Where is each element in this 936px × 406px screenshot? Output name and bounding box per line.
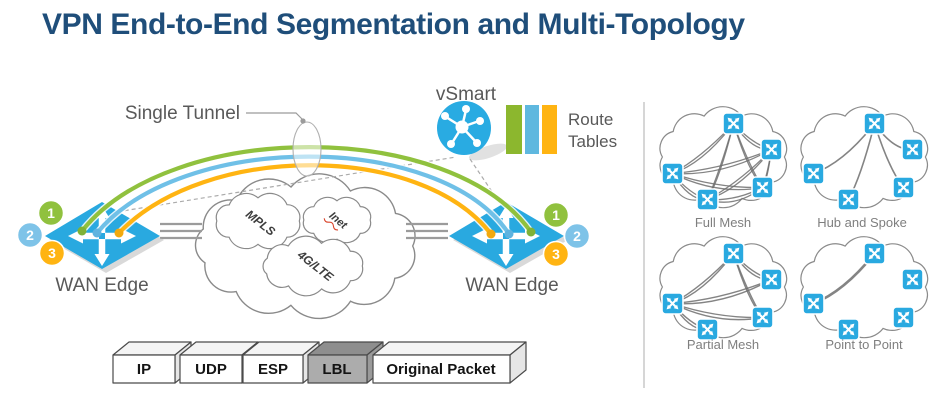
- vpn1-badge: 1: [47, 205, 55, 221]
- packet-original-label: Original Packet: [386, 361, 495, 378]
- router-icon: [660, 161, 685, 186]
- router-icon: [721, 241, 746, 266]
- router-icon: [891, 175, 916, 200]
- router-icon: [862, 241, 887, 266]
- route-tables-label-line2: Tables: [568, 132, 617, 151]
- point-to-point-label: Point to Point: [825, 337, 903, 352]
- page-title: VPN End-to-End Segmentation and Multi-To…: [42, 8, 745, 41]
- inet-underline: [323, 218, 339, 231]
- packet-ip-label: IP: [137, 361, 151, 378]
- vsmart-label: vSmart: [436, 84, 497, 105]
- single-tunnel-leader: [246, 112, 304, 121]
- packet-structure: IP UDP ESP LBL: [112, 341, 527, 384]
- single-tunnel-ellipse: [292, 121, 322, 177]
- router-icon: [759, 137, 784, 162]
- full-mesh-label: Full Mesh: [695, 215, 751, 230]
- link-lines-right: [406, 222, 448, 240]
- packet-lbl-label: LBL: [322, 361, 351, 378]
- vpn3-badge: 3: [552, 246, 560, 262]
- vpn1-badge: 1: [552, 207, 560, 223]
- packet-box-lbl: LBL: [307, 341, 384, 384]
- leader-dot: [300, 118, 306, 124]
- vpn2-badge: 2: [573, 228, 581, 244]
- route-tables-icon: [506, 105, 557, 154]
- partial-mesh-label: Partial Mesh: [687, 337, 759, 352]
- vpn3-badge: 3: [48, 245, 56, 261]
- route-tables-label-line1: Route: [568, 110, 613, 129]
- topology-partial-mesh: [659, 236, 788, 342]
- hub-and-spoke-label: Hub and Spoke: [817, 215, 907, 230]
- vpn2-badge: 2: [26, 227, 34, 243]
- lte-cloud: [262, 235, 364, 297]
- wan-edge-left-label: WAN Edge: [55, 275, 148, 296]
- topology-full-mesh: [659, 106, 788, 212]
- router-icon: [750, 175, 775, 200]
- router-icon: [836, 187, 861, 212]
- router-icon: [900, 137, 925, 162]
- topology-point-to-point: [800, 236, 929, 342]
- packet-esp-label: ESP: [258, 361, 288, 378]
- inet-cloud: [302, 196, 372, 244]
- single-tunnel-label: Single Tunnel: [125, 103, 240, 124]
- router-icon: [862, 111, 887, 136]
- router-icon: [891, 305, 916, 330]
- router-icon: [721, 111, 746, 136]
- packet-box-ip: IP: [112, 341, 192, 384]
- link-lines-left: [160, 222, 202, 240]
- router-icon: [660, 291, 685, 316]
- packet-udp-label: UDP: [195, 361, 227, 378]
- router-icon: [750, 305, 775, 330]
- packet-box-original: Original Packet: [372, 341, 527, 384]
- router-icon: [801, 161, 826, 186]
- router-icon: [900, 267, 925, 292]
- wan-edge-right-label: WAN Edge: [465, 275, 558, 296]
- transport-cloud-group: MPLS Inet 4G/LTE: [194, 173, 416, 320]
- vpn-badges-right: 1 2 3: [542, 201, 591, 268]
- vsmart-group: vSmart: [436, 84, 508, 161]
- router-icon: [695, 187, 720, 212]
- router-icon: [759, 267, 784, 292]
- router-icon: [801, 291, 826, 316]
- topology-hub-and-spoke: [800, 106, 929, 212]
- vpn-badges-left: 1 2 3: [16, 199, 66, 267]
